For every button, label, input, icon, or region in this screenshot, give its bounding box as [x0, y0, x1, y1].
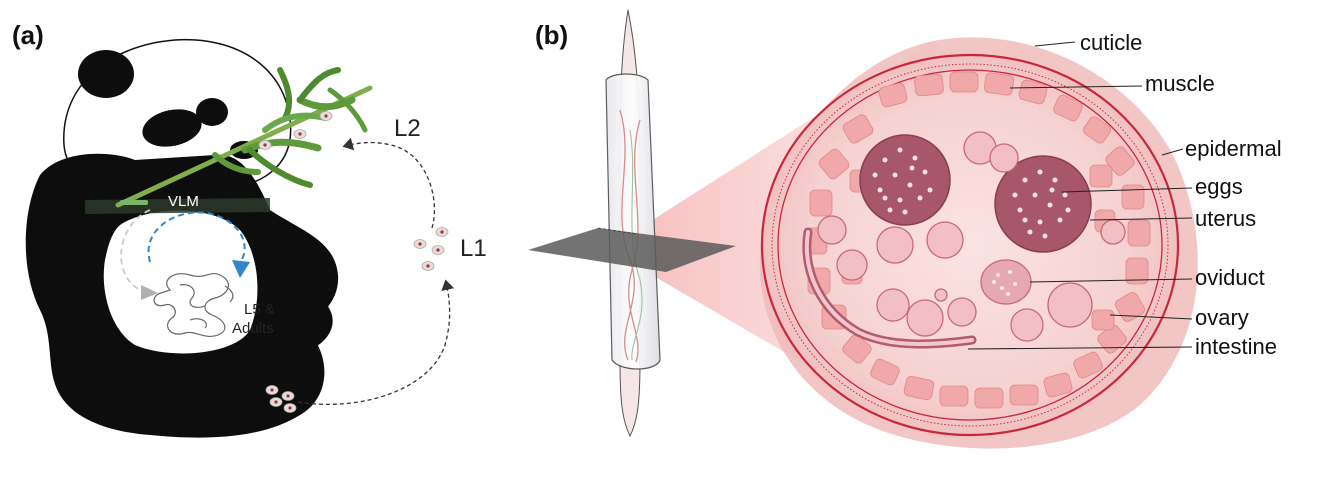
label-l2: L2 [394, 115, 421, 142]
ovary-tubes [817, 131, 1126, 342]
panel-a-label: (a) [12, 20, 44, 50]
ovary-tiny [934, 288, 948, 302]
label-l5: L5 & [244, 301, 275, 318]
label-adults: Adults [232, 320, 274, 337]
uterus-left [859, 134, 951, 226]
label-intestine: intestine [1195, 334, 1277, 359]
eggs-on-bamboo [258, 111, 333, 150]
worm [605, 9, 661, 438]
panel-b-label: (b) [535, 20, 568, 50]
label-muscle: muscle [1145, 71, 1215, 96]
cycle-arrow-grey [120, 209, 151, 293]
label-epidermal: epidermal [1185, 136, 1282, 161]
panda-ear-left [78, 50, 134, 98]
cycle-arrow-blue [147, 211, 246, 263]
leader-lines [967, 41, 1193, 350]
cross-section [759, 37, 1198, 449]
eggs-feces [265, 385, 297, 413]
label-uterus: uterus [1195, 206, 1256, 231]
label-oviduct: oviduct [1195, 265, 1265, 290]
label-l1: L1 [460, 235, 487, 262]
panda-ear-right [196, 98, 228, 126]
blue-arrowhead [232, 260, 250, 278]
panda-eye-patch [142, 109, 202, 147]
panel-a: (a) [12, 20, 487, 438]
panda-paw-right [260, 290, 333, 353]
label-vlm: VLM [168, 193, 199, 210]
section-plane-edge [597, 227, 637, 235]
bamboo [115, 67, 373, 208]
panda-illustration [25, 38, 339, 438]
grey-arrowhead [141, 285, 158, 300]
cycle-arrow-feces-to-l1 [297, 279, 455, 406]
label-ovary: ovary [1195, 305, 1249, 330]
label-cuticle: cuticle [1080, 30, 1142, 55]
eggs-l1 [413, 227, 449, 271]
uterus-right [994, 155, 1092, 253]
oviduct [980, 259, 1032, 305]
panel-b: (b) [528, 9, 1282, 449]
cycle-arrow-l1-to-l2 [342, 137, 436, 229]
label-eggs: eggs [1195, 174, 1243, 199]
intestine-coil [153, 272, 234, 337]
section-plane [528, 228, 736, 272]
larva [120, 200, 148, 205]
label-l3-l4: L3 & L4 [158, 219, 210, 236]
